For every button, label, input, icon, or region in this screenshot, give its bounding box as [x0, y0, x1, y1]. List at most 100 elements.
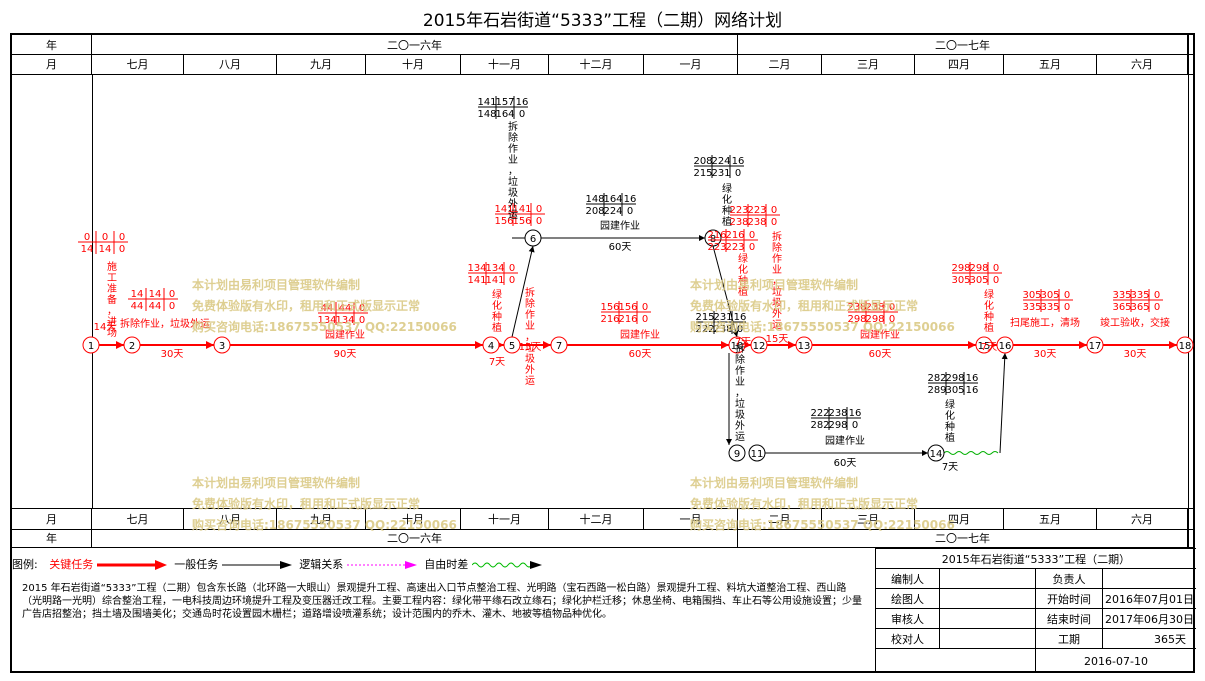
- month-jun: 六月: [1097, 54, 1188, 74]
- time-box-es: 134: [467, 263, 486, 274]
- time-box-lf: 223: [725, 242, 744, 253]
- value-start-time: 2016年07月01日: [1105, 593, 1194, 606]
- time-box-tf: 0: [889, 302, 895, 313]
- task-name: 植: [945, 431, 955, 444]
- task-duration: 14天: [94, 322, 117, 333]
- time-box-ls: 238: [865, 302, 884, 313]
- node: [550, 336, 568, 354]
- time-box-ef: 282: [810, 420, 829, 431]
- task-name: 运: [525, 375, 535, 387]
- task-name: 种: [945, 420, 955, 433]
- task-duration: 60天: [609, 242, 632, 253]
- task-duration: 90天: [334, 349, 357, 360]
- task-name: 化: [738, 263, 748, 276]
- month-dec-b: 十二月: [549, 509, 644, 529]
- node: [728, 336, 746, 354]
- month-feb-b: 二月: [738, 509, 822, 529]
- year-2016: 二〇一六年: [92, 35, 738, 54]
- task-name: 绿: [492, 288, 502, 301]
- month-nov: 十一月: [461, 54, 549, 74]
- time-box-ef: 305: [951, 275, 970, 286]
- month-jul-b: 七月: [92, 509, 184, 529]
- time-box-ef: 238: [729, 217, 748, 228]
- legend-label: 图例:: [12, 558, 38, 571]
- task-name: 竣工验收，交接: [1100, 316, 1170, 329]
- critical-arrow-head: [788, 341, 796, 349]
- critical-arrow-head: [721, 341, 729, 349]
- task-name: 运: [508, 209, 518, 221]
- node-label: 14: [930, 449, 943, 460]
- project-description: 2015 年石岩街道“5333”工程（二期）包含东长路（北环路一大眼山）景观提升…: [22, 583, 862, 620]
- time-box-ls: 224: [711, 156, 730, 167]
- task-name: 种: [984, 310, 994, 323]
- task-name: 运: [735, 431, 745, 443]
- info-row-4: 校对人 工期 365天: [876, 628, 1196, 649]
- time-box-tf: 0: [642, 302, 648, 313]
- time-box-lf: 141: [485, 275, 504, 286]
- time-box-ls: 164: [603, 194, 622, 205]
- month-header-bottom: 月 七月 八月 九月 十月 十一月 十二月 一月 二月 三月 四月 五月 六月: [12, 508, 1193, 530]
- label-start-time: 开始时间: [1036, 589, 1103, 609]
- right-border-line: [1188, 35, 1189, 547]
- task-name: ，: [525, 332, 535, 343]
- time-box-ff: 0: [1154, 302, 1160, 313]
- year-header-bottom: 年 二〇一六年 二〇一七年: [12, 529, 1193, 548]
- task-duration: 30天: [161, 349, 184, 360]
- task-name: 业: [735, 376, 745, 388]
- node-label: 3: [219, 341, 225, 352]
- task-name: 垃: [772, 285, 782, 298]
- month-label-bottom: 月: [12, 509, 92, 529]
- node-label: 5: [509, 341, 515, 352]
- time-box-ls: 238: [828, 408, 847, 419]
- time-box-ls: 298: [969, 263, 988, 274]
- time-box-ef: 223: [707, 242, 726, 253]
- node: [996, 336, 1014, 354]
- task-name: 植: [492, 321, 502, 334]
- node-label: 17: [1089, 341, 1102, 352]
- month-may-b: 五月: [1004, 509, 1097, 529]
- info-project-row: 2015年石岩街道“5333”工程（二期）: [876, 548, 1196, 569]
- time-box-lf: 44: [149, 301, 162, 312]
- task-duration: 7天: [489, 357, 505, 368]
- legend-logic-arrow: [346, 561, 417, 569]
- label-drawer: 绘图人: [876, 589, 940, 609]
- time-box-ls: 231: [713, 312, 732, 323]
- task-name: 绿: [945, 398, 955, 411]
- node-label: 13: [798, 341, 811, 352]
- time-box-lf: 305: [945, 385, 964, 396]
- task-name: 除: [772, 241, 782, 254]
- task-name: 作: [508, 143, 518, 155]
- critical-arrow-head: [475, 341, 483, 349]
- task-name: 工: [107, 273, 117, 284]
- task-name: 园建作业: [600, 219, 640, 232]
- left-border-line: [92, 74, 93, 508]
- node: [1086, 336, 1104, 354]
- time-box-lf: 231: [711, 168, 730, 179]
- time-box-es: 0: [84, 232, 90, 243]
- time-box-ls: 134: [485, 263, 504, 274]
- node-label: 2: [129, 341, 135, 352]
- info-row-1: 编制人 负责人: [876, 568, 1196, 589]
- info-row-5: 2016-07-10: [876, 648, 1196, 673]
- time-box-es: 44: [321, 303, 334, 314]
- node: [927, 444, 945, 462]
- time-box-lf: 298: [865, 314, 884, 325]
- month-aug: 八月: [184, 54, 277, 74]
- task-name: 化: [984, 299, 994, 312]
- task-name: 拆: [508, 120, 518, 133]
- time-box-lf: 238: [747, 217, 766, 228]
- task-name: 除: [735, 353, 745, 366]
- time-box-lf: 164: [495, 109, 514, 120]
- time-box-es: 216: [707, 230, 726, 241]
- task-name: ，: [735, 388, 745, 399]
- month-header-top: 月 七月 八月 九月 十月 十一月 十二月 一月 二月 三月 四月 五月 六月: [12, 54, 1193, 75]
- time-box-ef: 298: [847, 314, 866, 325]
- time-box-es: 282: [927, 373, 946, 384]
- task-name: 圾: [525, 353, 535, 365]
- time-box-ff: 0: [737, 324, 743, 335]
- task-name: 进: [107, 316, 117, 328]
- node-label: 1: [88, 341, 94, 352]
- critical-arrow-head: [116, 341, 124, 349]
- task-name: 圾: [508, 187, 518, 199]
